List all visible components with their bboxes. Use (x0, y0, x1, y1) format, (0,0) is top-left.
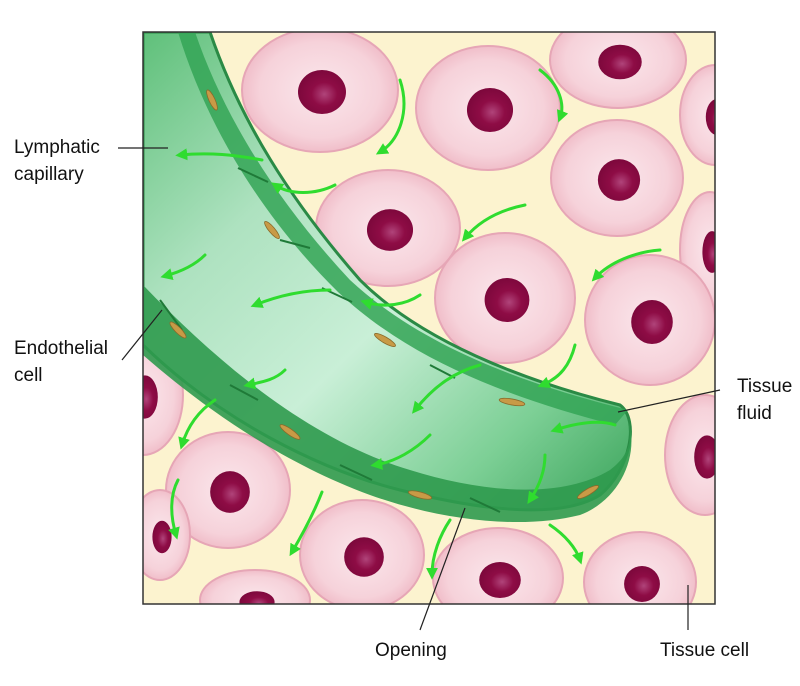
label-lymphatic-capillary-line2: capillary (14, 164, 84, 185)
flow-arrow (591, 248, 662, 282)
label-endothelial-cell-line2: cell (14, 365, 43, 386)
flow-arrow (412, 363, 482, 414)
flow-arrow (527, 453, 547, 504)
label-lymphatic-capillary-line1: Lymphatic (14, 137, 100, 158)
tissue-cell-nucleus (598, 44, 642, 80)
tissue-cell (664, 394, 715, 516)
flow-arrow (360, 293, 422, 310)
flow-arrow (375, 78, 406, 155)
endothelial-nuclei (169, 89, 599, 500)
tissue-cell (199, 569, 311, 604)
flow-arrow (538, 68, 569, 123)
flow-arrow (168, 478, 180, 540)
tissue-cell-nucleus (702, 231, 715, 273)
tissue-cell-nucleus (466, 88, 514, 132)
label-tissue-cell: Tissue cell (660, 640, 749, 661)
label-tissue-fluid-line1: Tissue (737, 376, 792, 397)
tissue-cell-nucleus (479, 562, 521, 598)
flow-arrow (461, 203, 527, 242)
flow-arrow (243, 368, 287, 390)
flow-arrows (160, 68, 662, 580)
tissue-cell-nucleus (239, 591, 275, 604)
tissue-cells (143, 32, 715, 604)
tissue-cell-nucleus (210, 471, 250, 513)
flow-arrow (370, 433, 432, 470)
tissue-cell-nucleus (597, 159, 641, 201)
flow-arrow (426, 518, 452, 580)
flow-arrow (548, 523, 584, 565)
tissue-cell-nucleus (298, 70, 346, 114)
label-opening: Opening (375, 640, 447, 661)
flow-arrow (175, 148, 264, 162)
tissue-cell-nucleus (152, 520, 172, 554)
tissue-cell-nucleus (366, 209, 414, 251)
flow-arrow (550, 420, 617, 434)
tissue-cell-nucleus (631, 300, 673, 344)
tissue-cell-nucleus (624, 566, 660, 602)
tissue-cell-nucleus (705, 99, 715, 135)
flow-arrow (289, 490, 324, 557)
tissue-region (143, 32, 715, 604)
tissue-cell-nucleus (143, 375, 158, 419)
flow-arrow (537, 343, 577, 388)
tissue-cell-nucleus (484, 278, 530, 322)
tissue-cell (679, 64, 715, 166)
flow-arrow (178, 398, 217, 450)
label-tissue-fluid-line2: fluid (737, 403, 772, 424)
leader-lines (118, 147, 721, 631)
flow-arrow (160, 253, 207, 280)
flow-arrow (250, 288, 332, 308)
flow-arrow (271, 182, 337, 194)
labels: Lymphatic capillary Endothelial cell Tis… (14, 137, 792, 661)
tissue-cell-nucleus (344, 537, 384, 577)
tissue-cell-nucleus (694, 435, 715, 479)
lymphatic-capillary (143, 32, 632, 523)
label-endothelial-cell-line1: Endothelial (14, 338, 108, 359)
